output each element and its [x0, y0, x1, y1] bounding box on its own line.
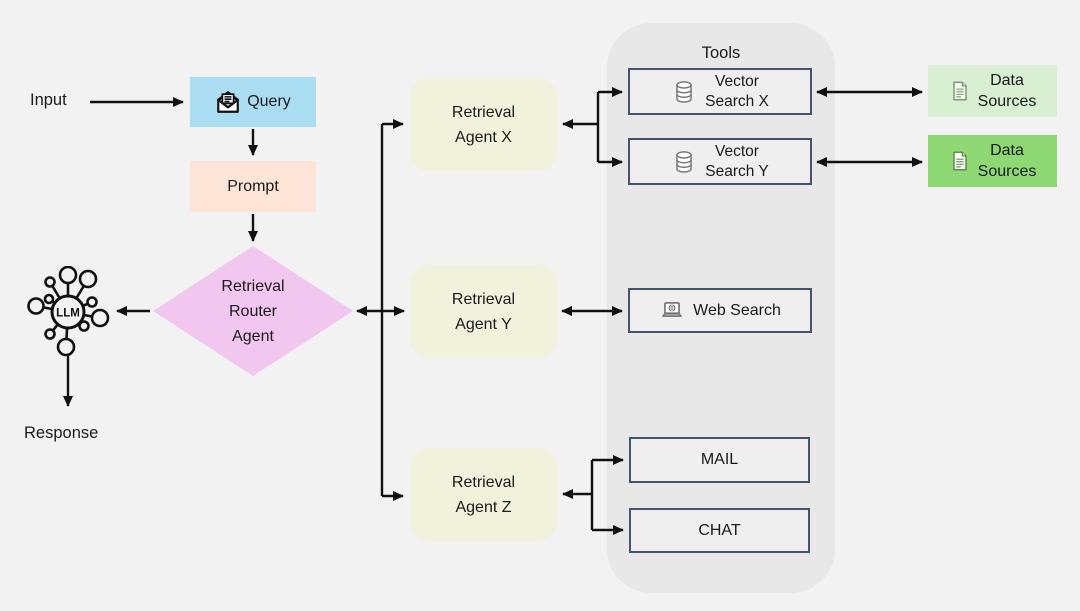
mail-node: MAIL	[629, 437, 810, 483]
input-label: Input	[30, 91, 67, 109]
retrieval-agent-z-node: Retrieval Agent Z	[410, 448, 557, 541]
vector-search-x-line2: Search X	[705, 92, 769, 110]
document-icon	[953, 81, 967, 101]
data-sources-x-line1: Data	[990, 72, 1024, 89]
database-icon	[676, 80, 692, 103]
web-search-node: Web Search	[628, 288, 812, 333]
data-sources-y-node: Data Sources	[928, 135, 1057, 187]
vector-search-y-line2: Search Y	[705, 162, 769, 180]
agent-x-line2: Agent X	[455, 128, 512, 146]
retrieval-agent-y-node: Retrieval Agent Y	[410, 265, 557, 358]
router-label-line2: Router	[228, 302, 278, 320]
router-label-line3: Agent	[232, 327, 274, 345]
chat-label: CHAT	[698, 521, 741, 539]
data-sources-x-line2: Sources	[977, 93, 1037, 110]
mail-label: MAIL	[700, 451, 739, 468]
router-label-line1: Retrieval	[221, 277, 285, 295]
llm-label: LLM	[56, 308, 80, 320]
web-search-label: Web Search	[693, 301, 781, 319]
llm-network-icon: LLM	[27, 266, 110, 357]
retrieval-router-agent-node: Retrieval Router Agent	[153, 246, 353, 376]
laptop-globe-icon	[662, 301, 682, 317]
vector-search-x-node: Vector Search X	[628, 68, 812, 115]
query-label: Query	[247, 93, 291, 110]
database-icon	[676, 150, 693, 173]
data-sources-y-line1: Data	[990, 142, 1024, 159]
open-envelope-icon	[217, 91, 240, 113]
chat-node: CHAT	[629, 508, 810, 553]
retrieval-agent-x-node: Retrieval Agent X	[410, 78, 557, 171]
document-icon	[953, 151, 967, 171]
agent-y-line2: Agent Y	[455, 315, 512, 333]
agent-z-line1: Retrieval	[451, 473, 516, 491]
data-sources-x-node: Data Sources	[928, 65, 1057, 117]
tools-title: Tools	[701, 44, 741, 62]
agent-y-line1: Retrieval	[451, 290, 516, 308]
data-sources-y-line2: Sources	[977, 163, 1037, 180]
query-node: Query	[190, 77, 316, 127]
response-label: Response	[24, 424, 99, 442]
vector-search-x-line1: Vector	[715, 72, 759, 90]
prompt-node: Prompt	[190, 161, 316, 212]
vector-search-y-node: Vector Search Y	[628, 138, 812, 185]
vector-search-y-line1: Vector	[715, 142, 759, 160]
agent-x-line1: Retrieval	[451, 103, 516, 121]
agent-z-line2: Agent Z	[455, 498, 512, 516]
prompt-label: Prompt	[227, 177, 279, 195]
